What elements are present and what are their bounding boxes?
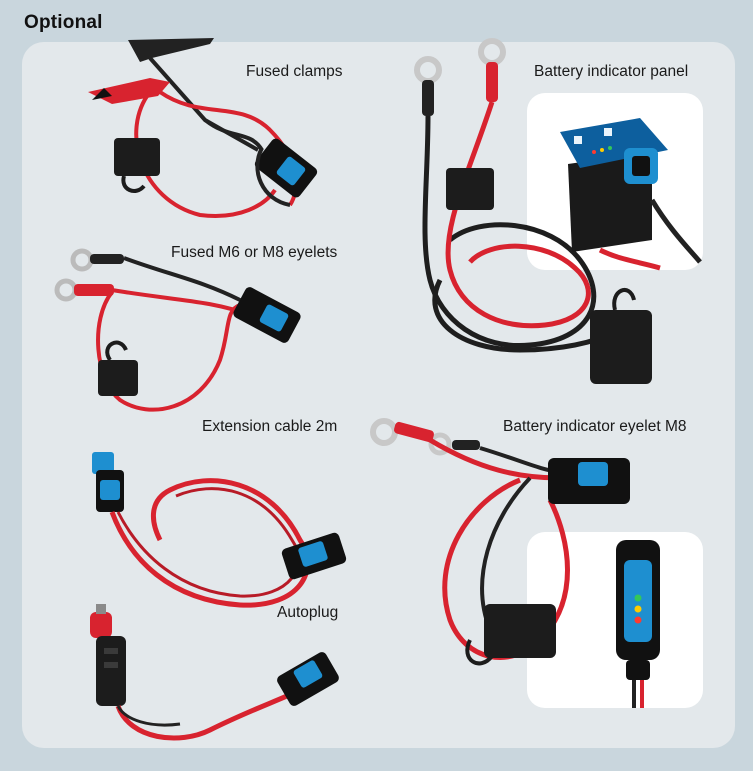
autoplug-label: Autoplug xyxy=(277,604,339,621)
extension-cable-image xyxy=(92,452,347,608)
battery-indicator-panel-label: Battery indicator panel xyxy=(534,63,689,80)
fused-clamps-label: Fused clamps xyxy=(246,63,343,80)
fused-clamps-image xyxy=(88,38,318,218)
battery-indicator-eyelet-label: Battery indicator eyelet M8 xyxy=(503,418,687,435)
indicator-eyelet-device-image xyxy=(616,540,660,708)
section-heading: Optional xyxy=(24,12,103,33)
indicator-panel-device-image xyxy=(560,118,702,271)
autoplug-image xyxy=(90,604,339,741)
indicator-panel-cables-image xyxy=(414,38,652,384)
fused-eyelets-label: Fused M6 or M8 eyelets xyxy=(171,244,338,261)
fused-eyelets-image xyxy=(54,248,301,412)
extension-cable-label: Extension cable 2m xyxy=(202,418,338,435)
indicator-eyelet-cables-image xyxy=(370,418,630,666)
